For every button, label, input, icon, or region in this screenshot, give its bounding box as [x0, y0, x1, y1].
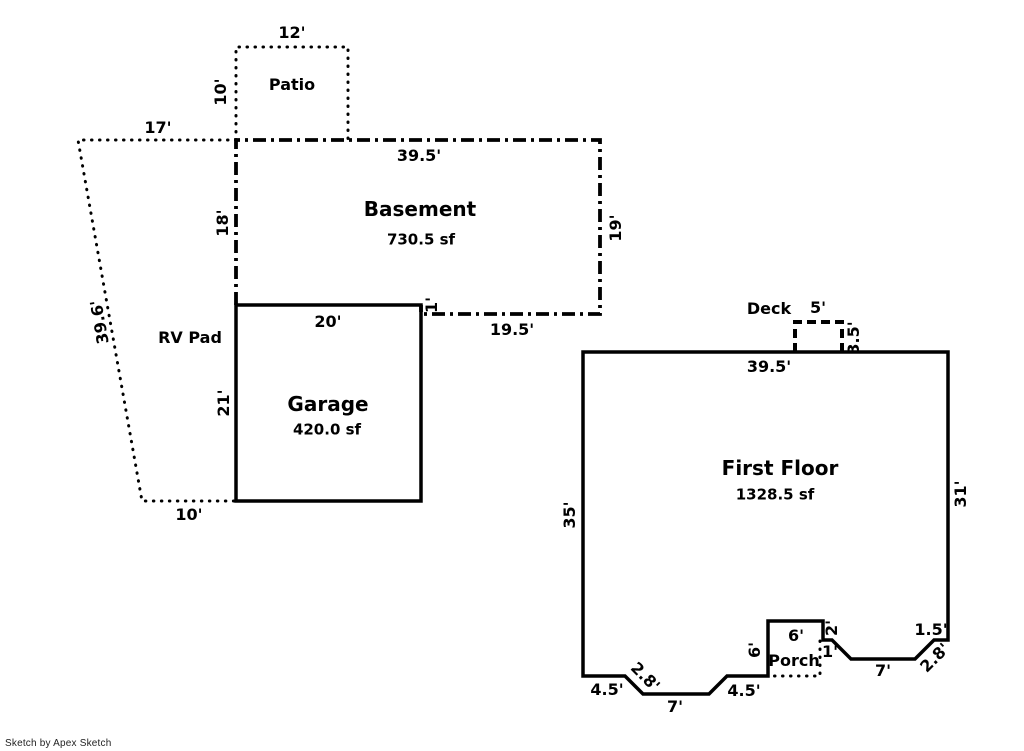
porch-name: Porch: [768, 651, 820, 670]
first-floor-dim-top: 39.5': [746, 357, 792, 376]
basement-outline: [234, 138, 602, 316]
deck-name: Deck: [746, 299, 792, 318]
rv-pad-name: RV Pad: [158, 328, 222, 347]
rv-pad-dim-bottom: 10': [175, 505, 203, 524]
garage-dim-left: 21': [214, 389, 233, 417]
rv-pad-outline: [76, 138, 238, 503]
garage-dim-top: 20': [314, 312, 342, 331]
porch-dim-top: 6': [787, 626, 805, 645]
garage-name: Garage: [287, 392, 369, 416]
basement-dim-top: 39.5': [396, 146, 442, 165]
rv-pad-dim-top: 17': [144, 118, 172, 137]
first-floor-dim-bottom-left-3: 4.5': [727, 681, 761, 700]
patio-dim-left: 10': [211, 78, 230, 106]
patio-name: Patio: [268, 75, 316, 94]
first-floor-dim-bottom-left-2: 7': [666, 697, 684, 716]
patio-dim-top: 12': [278, 23, 306, 42]
basement-dim-left: 18': [213, 209, 232, 237]
first-floor-dim-bottom-left-1: 4.5': [590, 680, 624, 699]
basement-name: Basement: [363, 197, 477, 221]
garage-area: 420.0 sf: [292, 420, 362, 439]
basement-dim-step: 1': [422, 296, 441, 314]
deck-outline: [793, 320, 844, 352]
first-floor-name: First Floor: [721, 456, 839, 480]
basement-dim-bottom: 19.5': [489, 320, 535, 339]
first-floor-dim-step-horiz: 1': [821, 642, 839, 661]
first-floor-outline: [581, 350, 950, 696]
first-floor-dim-bottom-right-1: 7': [874, 661, 892, 680]
porch-dim-left: 6': [745, 641, 764, 659]
first-floor-dim-left: 35': [560, 501, 579, 529]
deck-dim-right: 3.5': [844, 321, 863, 355]
garage-outline: [234, 303, 423, 503]
first-floor-dim-bottom-right-2: 1.5': [914, 620, 948, 639]
basement-area: 730.5 sf: [386, 230, 456, 249]
sketch-credit: Sketch by Apex Sketch: [5, 738, 112, 749]
deck-dim-top: 5': [809, 298, 827, 317]
basement-dim-right: 19': [606, 214, 625, 242]
patio-outline: [234, 45, 350, 142]
first-floor-area: 1328.5 sf: [735, 485, 815, 504]
first-floor-dim-right: 31': [951, 480, 970, 508]
first-floor-dim-step-vert: 2': [822, 619, 841, 637]
